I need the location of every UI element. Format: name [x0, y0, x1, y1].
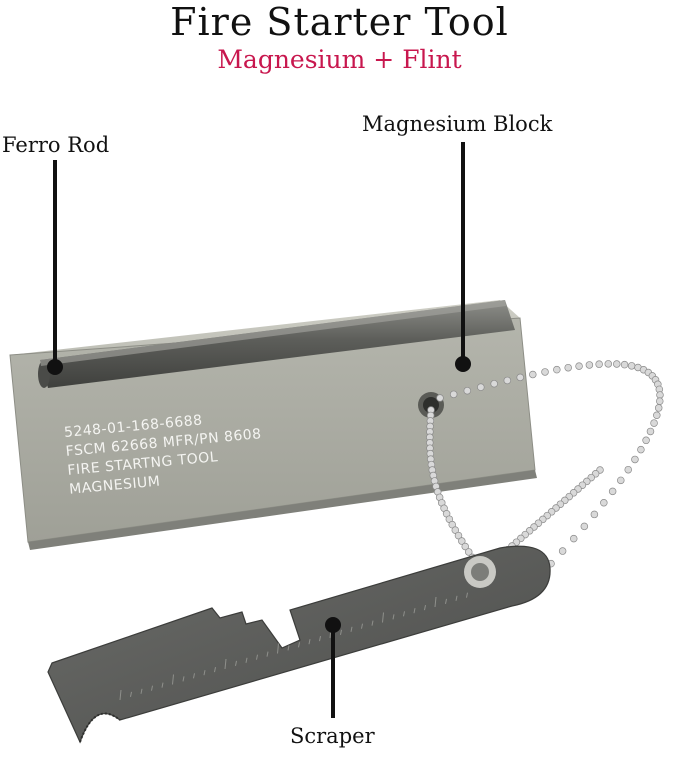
callout-scraper-pointer	[325, 617, 341, 718]
block-engraving: 5248-01-168-6688 FSCM 62668 MFR/PN 8608 …	[63, 412, 262, 497]
magnesium-block-label: Magnesium Block	[362, 112, 553, 136]
page-subtitle: Magnesium + Flint	[217, 45, 462, 74]
callout-ferro-rod-pointer	[47, 160, 63, 375]
ferro-rod	[38, 300, 515, 388]
scraper-tool	[47, 545, 551, 744]
page-title: Fire Starter Tool	[170, 0, 509, 44]
scraper-label: Scraper	[290, 724, 375, 748]
callout-magnesium-block-pointer	[455, 142, 471, 372]
ferro-rod-label: Ferro Rod	[2, 133, 110, 157]
